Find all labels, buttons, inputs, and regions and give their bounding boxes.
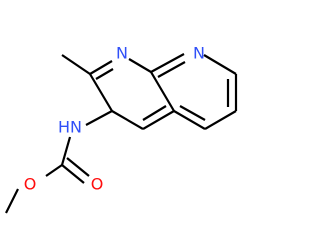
bond-c5-c4a xyxy=(173,110,206,130)
atom-n8: N xyxy=(193,44,205,63)
bond-c4a-c4 xyxy=(142,110,175,130)
bond-c6-c5 xyxy=(204,110,237,130)
bond-nh-carbonyl-c xyxy=(60,136,72,166)
bond-n1-c8a xyxy=(128,58,152,73)
bond-carbonyl-c-o-ester xyxy=(45,164,63,177)
bond-carbonyl-c-o-inner xyxy=(66,157,90,177)
bond-c8a-n8 xyxy=(150,53,185,73)
atom-o-carbonyl: O xyxy=(91,175,104,194)
bond-c4a-c4-inner xyxy=(142,105,167,121)
atom-nh: HN xyxy=(58,118,82,137)
bond-c4-c3 xyxy=(111,110,144,130)
atom-o-ester: O xyxy=(24,175,37,194)
bond-c4a-c8a xyxy=(150,71,175,112)
molecule-structure: N N HN O O xyxy=(5,44,238,214)
bond-o-ester-methyl xyxy=(5,188,19,214)
bond-n8-c7 xyxy=(203,54,237,75)
bond-c8a-n8-inner xyxy=(157,61,186,78)
bond-methyl-c2 xyxy=(61,54,91,75)
bond-c2-n1 xyxy=(89,60,113,75)
bond-c2-n1-inner xyxy=(95,68,114,80)
bond-c3-nh xyxy=(85,110,113,126)
bond-c3-c2 xyxy=(89,73,113,112)
bond-carbonyl-c-o xyxy=(61,164,85,184)
bond-c5-c4a-inner xyxy=(179,105,206,121)
atom-n1: N xyxy=(116,44,128,63)
